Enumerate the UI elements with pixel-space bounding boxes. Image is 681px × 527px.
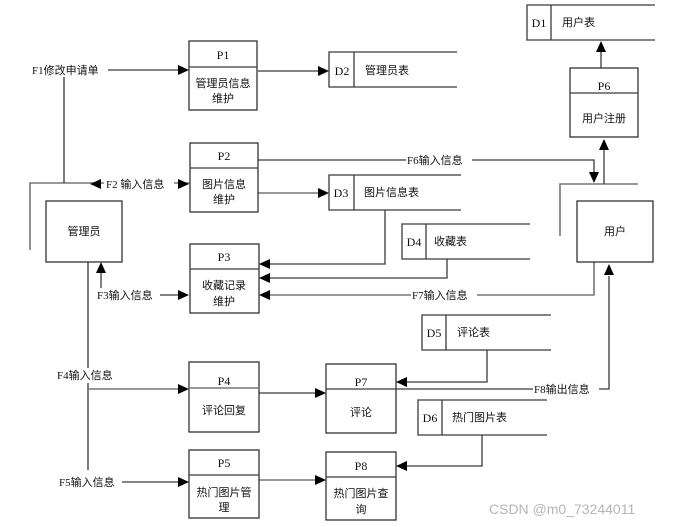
- f6-line: [258, 159, 595, 176]
- watermark: CSDN @m0_73244011: [489, 501, 635, 517]
- datastore-d2-id: D2: [335, 64, 350, 78]
- process-p8: P8 热门图片查 询: [325, 451, 397, 521]
- process-p6: P6 用户注册: [569, 67, 639, 138]
- f2-arrowhead-right: [178, 179, 189, 189]
- f3-arrowhead-right: [178, 290, 189, 300]
- process-p3: P3 收藏记录 维护: [189, 243, 260, 314]
- flow-f4-label: F4输入信息: [57, 368, 113, 382]
- datastore-d6-id: D6: [423, 411, 438, 425]
- datastore-d2-label: 管理员表: [365, 63, 409, 77]
- f3-arrowhead-up: [96, 262, 106, 273]
- entity-user-label: 用户: [604, 224, 626, 238]
- flow-f5-label: F5输入信息: [59, 475, 115, 489]
- f6-arrowhead: [589, 172, 599, 183]
- d5-p7-arrowhead: [396, 377, 407, 387]
- process-p3-line1: 收藏记录: [202, 278, 246, 292]
- datastore-d6: D6 热门图片表: [417, 399, 547, 436]
- process-p5-line1: 热门图片管: [197, 485, 252, 499]
- process-p5-id: P5: [218, 456, 231, 470]
- d5-p7-line: [403, 350, 488, 383]
- flow-f8-label: F8输出信息: [534, 382, 590, 396]
- flow-f3-label: F3输入信息: [97, 288, 153, 302]
- f4-arrowhead: [178, 384, 189, 394]
- datastore-d3-id: D3: [334, 186, 349, 200]
- d4-p3-line: [266, 259, 448, 279]
- process-p3-line2: 维护: [213, 294, 235, 308]
- f7-arrowhead: [259, 290, 270, 300]
- process-p4-id: P4: [218, 374, 231, 388]
- datastore-d5-label: 评论表: [457, 325, 490, 339]
- datastore-d3-label: 图片信息表: [364, 185, 419, 199]
- process-p6-line1: 用户注册: [582, 111, 626, 125]
- p6-d1-arrowhead: [596, 41, 606, 52]
- process-p3-id: P3: [218, 250, 231, 264]
- process-p1-id: P1: [217, 48, 230, 62]
- f8-arrowhead: [604, 264, 614, 275]
- d3-p3-arrowhead: [259, 259, 270, 269]
- flow-f1-label: F1修改申请单: [32, 63, 99, 77]
- p1-d2-arrowhead: [318, 66, 329, 76]
- process-p1-line2: 维护: [212, 91, 234, 105]
- f7-line: [266, 262, 595, 296]
- process-p2: P2 图片信息 维护: [189, 142, 259, 213]
- datastore-d4-label: 收藏表: [434, 234, 467, 248]
- process-p8-line2: 询: [356, 503, 367, 516]
- entity-admin-label: 管理员: [68, 224, 101, 238]
- datastore-d5: D5 评论表: [421, 314, 551, 351]
- process-p7: P7 评论: [325, 363, 397, 434]
- process-p5: P5 热门图片管 理: [188, 449, 260, 519]
- process-p8-id: P8: [355, 459, 368, 473]
- datastore-d2: D2 管理员表: [328, 51, 457, 88]
- process-p4-line1: 评论回复: [202, 403, 246, 417]
- entity-user: 用户: [576, 200, 654, 263]
- d6-p8-line: [403, 435, 483, 467]
- process-p6-id: P6: [598, 79, 611, 93]
- process-p5-line2: 理: [219, 501, 230, 514]
- flow-f6-label: F6输入信息: [407, 153, 463, 167]
- d4-p3-arrowhead: [259, 273, 270, 283]
- d3-p3-line: [266, 210, 386, 265]
- process-p2-id: P2: [218, 149, 231, 163]
- user-bracket-line: [559, 183, 638, 236]
- process-p1: P1 管理员信息 维护: [188, 40, 258, 111]
- f8-line: [396, 276, 610, 390]
- datastore-d6-label: 热门图片表: [452, 410, 507, 424]
- p2-d3-arrowhead: [318, 188, 329, 198]
- process-p7-id: P7: [355, 375, 368, 389]
- datastore-d1-id: D1: [532, 16, 547, 30]
- f2-arrowhead-left: [90, 179, 101, 189]
- datastore-d5-id: D5: [427, 326, 442, 340]
- datastore-d1-label: 用户表: [562, 15, 595, 29]
- p5-p8-arrowhead: [315, 475, 326, 485]
- f1-arrowhead: [178, 65, 189, 75]
- process-p1-line1: 管理员信息: [196, 76, 251, 90]
- datastore-d4-id: D4: [407, 235, 422, 249]
- d6-p8-arrowhead: [396, 461, 407, 471]
- user-p6-arrowhead: [599, 139, 609, 150]
- datastore-d3: D3 图片信息表: [328, 174, 461, 211]
- flow-f7-label: F7输入信息: [412, 288, 468, 302]
- process-p8-line1: 热门图片查: [334, 486, 389, 500]
- datastore-d4: D4 收藏表: [401, 223, 530, 260]
- p4-p7-arrowhead: [315, 388, 326, 398]
- process-p4: P4 评论回复: [188, 361, 260, 433]
- datastore-d1: D1 用户表: [526, 4, 655, 41]
- entity-admin: 管理员: [45, 200, 123, 263]
- process-p2-line2: 维护: [213, 192, 235, 206]
- process-p7-line1: 评论: [350, 405, 372, 419]
- flow-f2-label: F2 输入信息: [106, 177, 164, 191]
- f5-arrowhead: [178, 477, 189, 487]
- process-p2-line1: 图片信息: [202, 177, 246, 191]
